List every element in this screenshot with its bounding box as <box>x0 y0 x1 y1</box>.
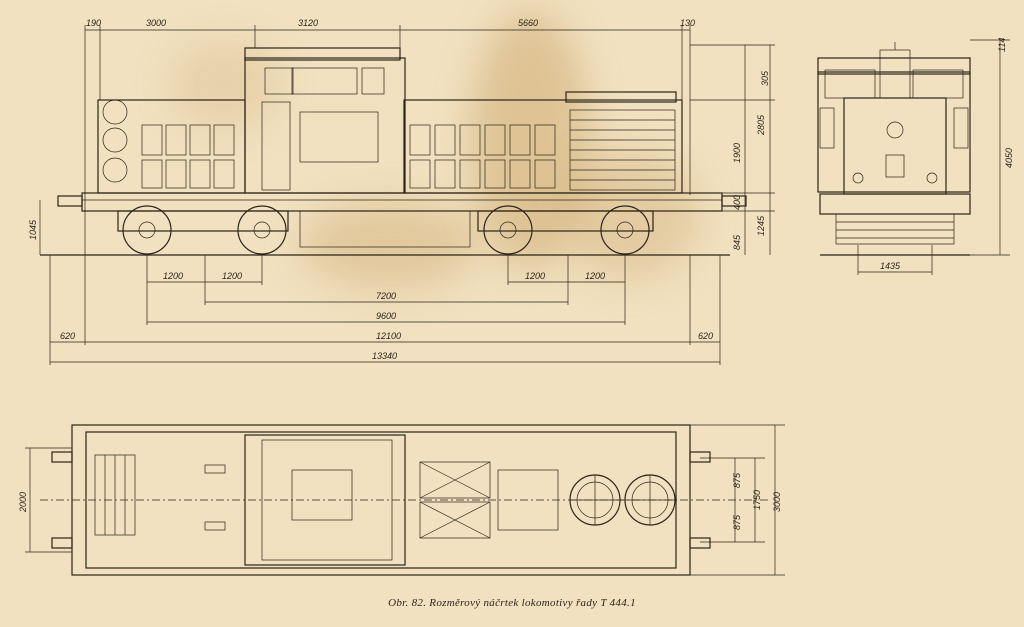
dim-620-right: 620 <box>698 331 713 341</box>
dim-13340: 13340 <box>372 351 397 361</box>
dim-1200-c: 1200 <box>525 271 545 281</box>
figure-caption: Obr. 82. Rozměrový náčrtek lokomotivy řa… <box>388 597 636 609</box>
dim-875-bottom: 875 <box>732 514 742 530</box>
dim-1200-d: 1200 <box>585 271 605 281</box>
dim-1200-a: 1200 <box>163 271 183 281</box>
dim-130: 130 <box>680 18 695 28</box>
dim-1200-b: 1200 <box>222 271 242 281</box>
dim-1435: 1435 <box>880 261 901 271</box>
dim-12100: 12100 <box>376 331 401 341</box>
dim-1750: 1750 <box>752 490 762 510</box>
dim-190: 190 <box>86 18 101 28</box>
end-view: 1435 114 4050 <box>817 38 1014 275</box>
side-view: 190 3000 3120 5660 130 305 2805 1900 400… <box>28 18 775 365</box>
dim-3120: 3120 <box>298 18 318 28</box>
dim-845: 845 <box>732 234 742 250</box>
dim-620-left: 620 <box>60 331 75 341</box>
dim-2805: 2805 <box>756 114 766 136</box>
dim-4050: 4050 <box>1004 148 1014 168</box>
dim-1900: 1900 <box>732 143 742 163</box>
plan-view: 2000 875 875 1750 3000 <box>18 424 785 576</box>
dim-875-top: 875 <box>732 472 742 488</box>
dim-1045: 1045 <box>28 219 38 240</box>
dim-1245: 1245 <box>756 215 766 236</box>
dim-400: 400 <box>732 195 742 210</box>
dim-2000: 2000 <box>18 492 28 513</box>
dim-3000: 3000 <box>146 18 166 28</box>
dim-7200: 7200 <box>376 291 396 301</box>
dim-9600: 9600 <box>376 311 396 321</box>
dim-3000: 3000 <box>772 492 782 512</box>
dim-5660: 5660 <box>518 18 538 28</box>
dim-305: 305 <box>760 70 770 86</box>
dim-114: 114 <box>997 38 1007 52</box>
